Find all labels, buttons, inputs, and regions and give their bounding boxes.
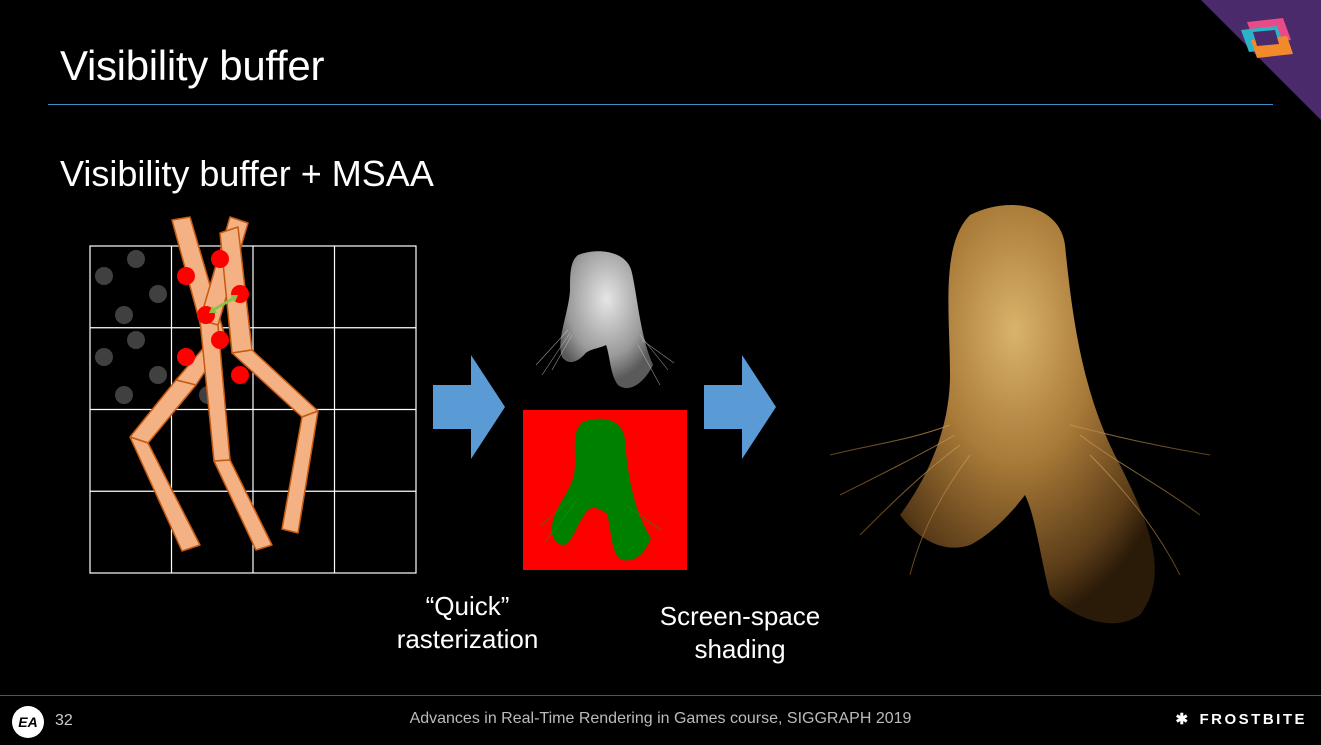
footer-divider [0, 695, 1321, 696]
slide-title: Visibility buffer [60, 42, 325, 89]
frostbite-logo: ✱ FROSTBITE [1176, 710, 1308, 728]
visibility-buffer-image [523, 410, 687, 570]
ea-logo: EA [12, 706, 44, 738]
pixel-grid [89, 245, 417, 574]
siggraph-corner-logo [1201, 0, 1321, 120]
slide-footer: EA 32 Advances in Real-Time Rendering in… [0, 696, 1321, 745]
title-divider [48, 104, 1273, 105]
page-number: 32 [55, 712, 73, 729]
grayscale-hair-image [535, 251, 675, 389]
visibility-buffer-hair [540, 418, 662, 561]
rendered-hair-image [829, 205, 1211, 624]
coverage-samples [177, 250, 249, 384]
inactive-samples [95, 250, 217, 404]
frostbite-wordmark: FROSTBITE [1199, 711, 1307, 728]
slide-subtitle: Visibility buffer + MSAA [60, 153, 434, 194]
frostbite-icon: ✱ [1175, 711, 1191, 728]
msaa-grid-diagram [89, 216, 417, 574]
footer-course-text: Advances in Real-Time Rendering in Games… [409, 710, 912, 727]
arrow-right-icon [433, 355, 505, 459]
arrow-right-icon [704, 355, 776, 459]
hair-strands [129, 216, 319, 552]
caption-screen-space-shading: Screen-space shading [659, 601, 821, 664]
caption-quick-rasterization: “Quick” rasterization [396, 591, 539, 654]
sample-link-arrow [209, 295, 238, 313]
